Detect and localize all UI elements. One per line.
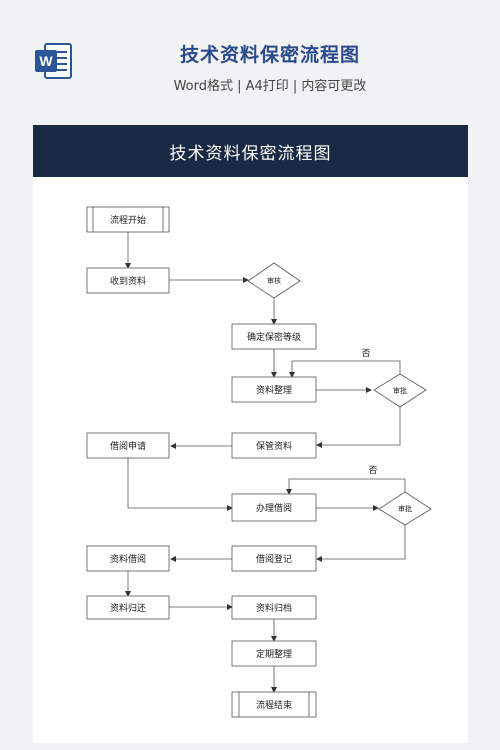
borrow-apply-label: 借阅申请 xyxy=(110,440,146,452)
organize-node xyxy=(231,376,317,403)
page-subtitle: Word格式 | A4打印 | 内容可更改 xyxy=(173,79,367,94)
word-document-icon: W xyxy=(35,43,72,79)
banner-title: 技术资料保密流程图 xyxy=(169,143,332,164)
borrow-label: 资料借阅 xyxy=(110,553,146,565)
approve-decision-1 xyxy=(373,373,427,408)
approve2-label: 审批 xyxy=(398,504,412,513)
handle-borrow-node xyxy=(231,493,317,522)
register-node xyxy=(231,545,317,572)
archive-label: 资料归档 xyxy=(256,602,292,614)
approve1-label: 审批 xyxy=(393,386,407,395)
page-title: 技术资料保密流程图 xyxy=(179,44,360,66)
arrow-approve-no-loop xyxy=(289,360,401,378)
periodic-label: 定期整理 xyxy=(256,648,292,660)
register-label: 借阅登记 xyxy=(256,553,292,565)
return-node xyxy=(86,595,170,620)
periodic-node xyxy=(231,640,317,667)
confirm-level-node xyxy=(231,323,317,350)
document-sheet: 技术资料保密流程图 xyxy=(33,125,468,743)
no-label-2: 否 xyxy=(368,465,377,476)
start-label: 流程开始 xyxy=(110,214,146,226)
flowchart: 流程开始 收到资料 审核 确定保密等级 资料整理 审批 否 保管资料 借阅申请 … xyxy=(86,206,432,718)
handle-borrow-label: 办理借阅 xyxy=(256,502,292,514)
keep-label: 保管资料 xyxy=(256,440,292,452)
arrow-borrowapply-handle xyxy=(127,458,233,511)
archive-node xyxy=(231,595,317,620)
review-decision xyxy=(247,262,301,299)
arrow-approve-keep xyxy=(316,407,401,448)
approve-decision-2 xyxy=(378,491,432,526)
return-label: 资料归还 xyxy=(110,602,146,614)
keep-node xyxy=(231,432,317,459)
svg-text:W: W xyxy=(39,53,53,69)
review-label: 审核 xyxy=(267,276,281,285)
title-banner: 技术资料保密流程图 xyxy=(33,125,468,177)
document-header: W 技术资料保密流程图 Word格式 | A4打印 | 内容可更改 xyxy=(0,0,500,118)
arrow-approve2-no-loop xyxy=(286,478,406,495)
organize-label: 资料整理 xyxy=(256,384,292,396)
receive-node xyxy=(86,267,170,294)
borrow-apply-node xyxy=(86,432,170,459)
connectors xyxy=(125,232,406,693)
no-label-1: 否 xyxy=(361,348,370,359)
arrow-approve2-register xyxy=(316,525,406,562)
end-node xyxy=(231,691,317,718)
start-node xyxy=(86,206,170,233)
borrow-node xyxy=(86,545,170,572)
receive-label: 收到资料 xyxy=(110,275,146,287)
end-label: 流程结束 xyxy=(256,699,292,711)
confirm-label: 确定保密等级 xyxy=(247,331,301,343)
